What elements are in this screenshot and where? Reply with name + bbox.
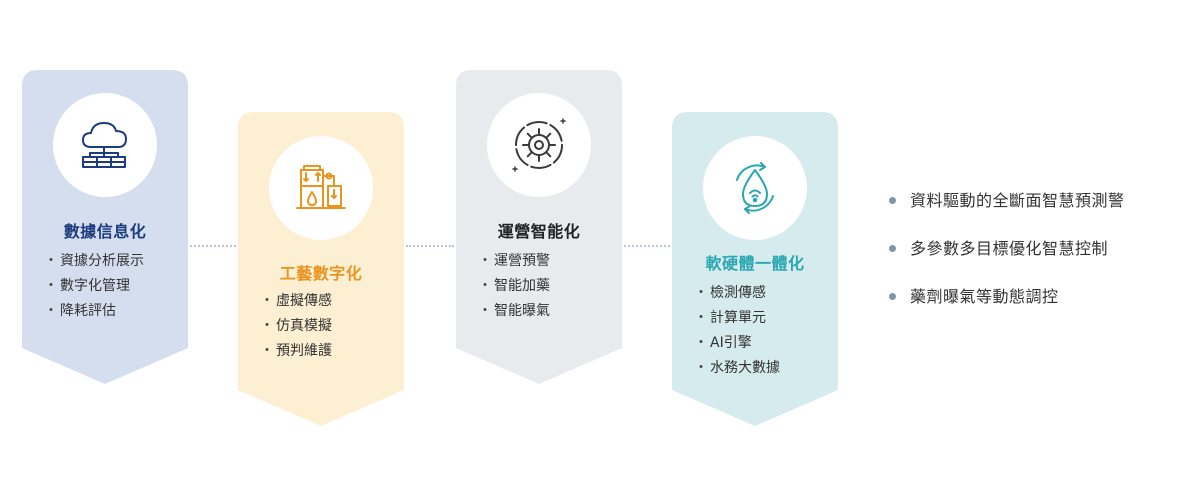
card-title: 軟硬體一體化 (705, 254, 805, 273)
icon-circle (269, 136, 373, 240)
list-item: ・預判維護 (260, 343, 332, 359)
list-item: ・仿真模擬 (260, 318, 332, 334)
industrial-tanks-icon (296, 165, 346, 209)
list-item: ・智能曝氣 (478, 303, 550, 319)
bullet-dot-icon (889, 245, 896, 252)
icon-circle (53, 93, 157, 197)
list-item: ・數字化管理 (44, 278, 130, 294)
card-item-list: ・運營預警 ・智能加藥 ・智能曝氣 (478, 249, 550, 324)
list-item: ・運營預警 (478, 253, 550, 269)
icon-circle (703, 136, 807, 240)
card-title: 數據信息化 (63, 222, 147, 241)
connector-1-2 (190, 245, 236, 247)
bullet-dot-icon (889, 293, 896, 300)
list-item: ・檢測傳感 (694, 285, 766, 301)
connector-2-3 (406, 245, 454, 247)
cloud-server-icon (82, 122, 127, 168)
list-item: ・計算單元 (694, 310, 766, 326)
list-item: ・水務大數據 (694, 360, 780, 376)
card-title: 運營智能化 (497, 222, 581, 241)
list-item: ・智能加藥 (478, 278, 550, 294)
icon-circle (487, 93, 591, 197)
list-item: ・資據分析展示 (44, 253, 144, 269)
card-item-list: ・虛擬傳感 ・仿真模擬 ・預判維護 (260, 289, 332, 364)
gear-icon (512, 118, 566, 172)
bullet-dot-icon (889, 197, 896, 204)
feature-item: 資料驅動的全斷面智慧預測警 (886, 189, 1125, 237)
connector-3-4 (624, 245, 670, 247)
feature-list: 資料驅動的全斷面智慧預測警 多參數多目標優化智慧控制 藥劑曝氣等動態調控 (886, 189, 1125, 333)
feature-item: 藥劑曝氣等動態調控 (886, 285, 1125, 333)
list-item: ・降耗評估 (44, 303, 116, 319)
list-item: ・虛擬傳感 (260, 293, 332, 309)
card-item-list: ・資據分析展示 ・數字化管理 ・降耗評估 (44, 249, 144, 324)
feature-item: 多參數多目標優化智慧控制 (886, 237, 1125, 285)
card-title: 工藝數字化 (279, 264, 363, 283)
card-item-list: ・檢測傳感 ・計算單元 ・AI引擎 ・水務大數據 (694, 281, 780, 381)
water-drop-cycle-icon (736, 162, 774, 214)
list-item: ・AI引擎 (694, 335, 752, 351)
